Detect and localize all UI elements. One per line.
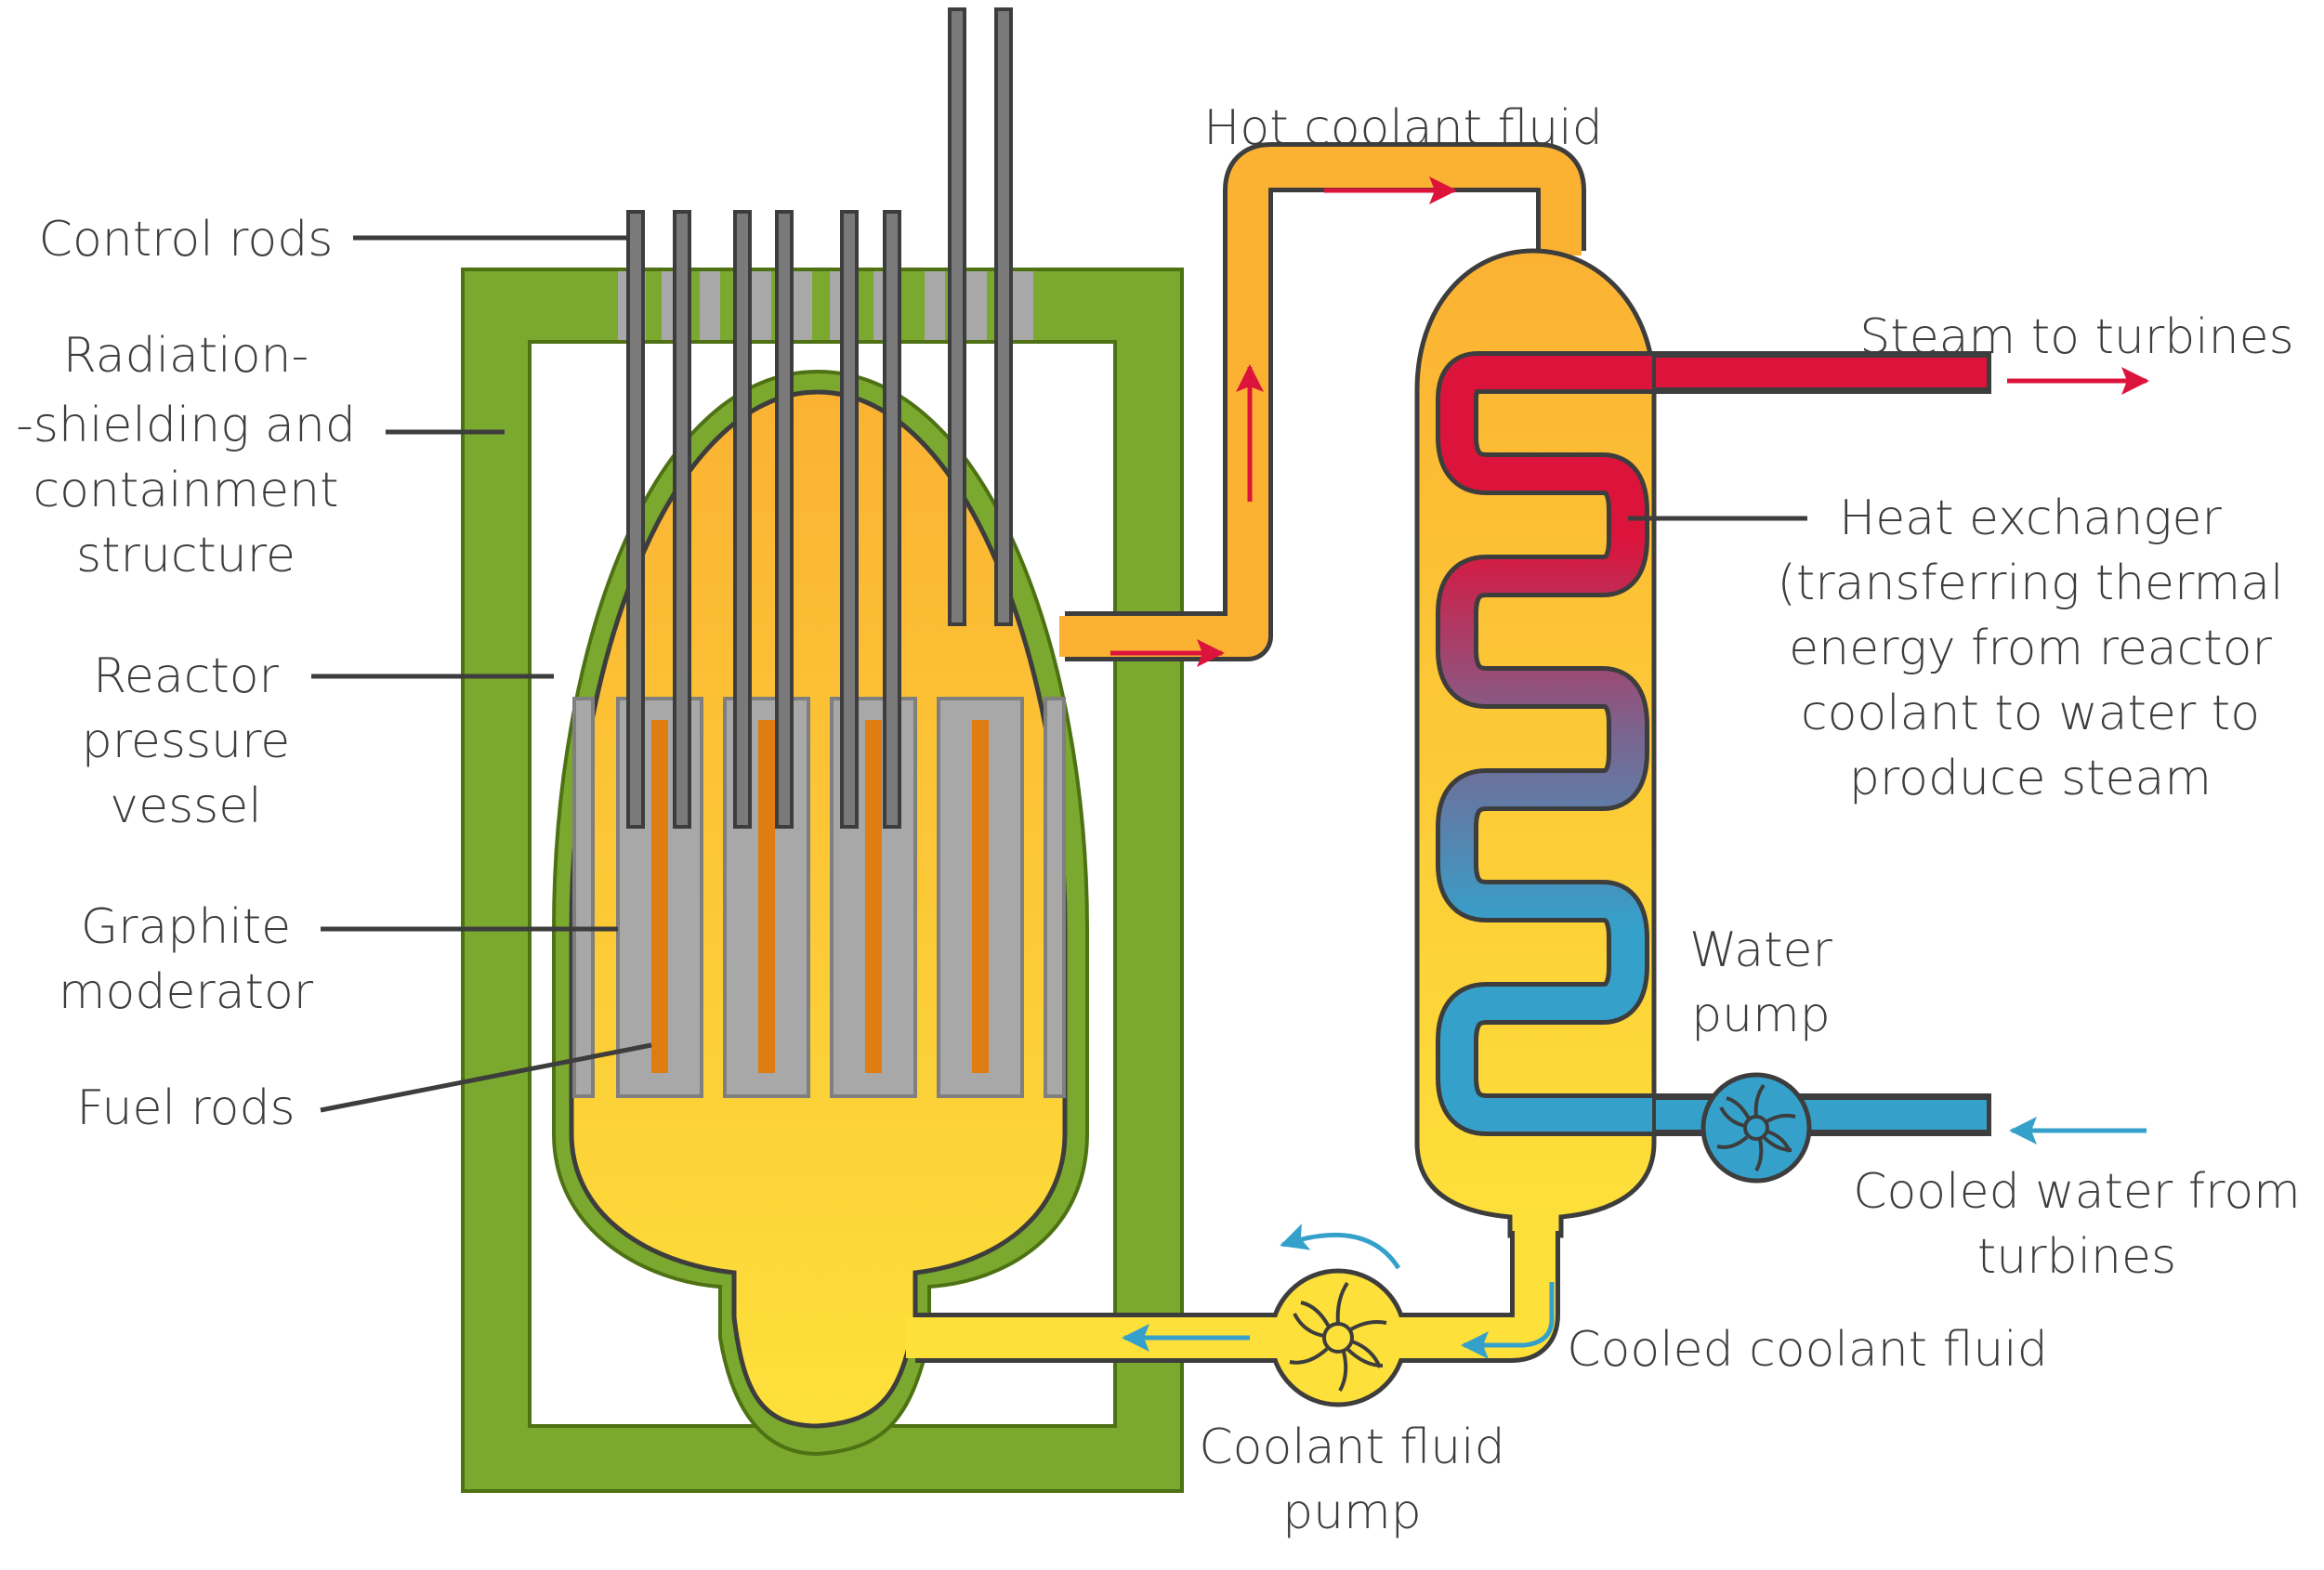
label-steam: Steam to turbines bbox=[1859, 309, 2293, 365]
cooled-coolant-arrow-bend bbox=[1461, 1282, 1555, 1359]
coolant-pump-impeller bbox=[1289, 1281, 1387, 1392]
svg-text:produce steam: produce steam bbox=[1849, 751, 2212, 806]
svg-text:containment: containment bbox=[33, 463, 338, 518]
svg-text:Coolant fluid: Coolant fluid bbox=[1199, 1420, 1504, 1475]
label-cooled-coolant: Cooled coolant fluid bbox=[1567, 1322, 2048, 1378]
svg-text:Cooled water from: Cooled water from bbox=[1853, 1164, 2301, 1220]
control-rods bbox=[626, 7, 1013, 829]
svg-text:pump: pump bbox=[1691, 988, 1831, 1043]
flow-arrows bbox=[1110, 177, 2149, 1359]
label-heat-exchanger: Heat exchanger (transferring thermal ene… bbox=[1778, 491, 2284, 806]
label-graphite-moderator: Graphite moderator bbox=[59, 899, 314, 1020]
svg-text:Water: Water bbox=[1689, 922, 1832, 978]
svg-text:-shielding and: -shielding and bbox=[16, 398, 356, 453]
coolant-pump bbox=[1268, 1268, 1408, 1407]
svg-text:turbines: turbines bbox=[1977, 1229, 2176, 1285]
label-coolant-pump: Coolant fluid pump bbox=[1199, 1420, 1504, 1540]
svg-text:(transferring thermal: (transferring thermal bbox=[1778, 556, 2284, 611]
pump-rotation-arrow bbox=[1280, 1223, 1401, 1270]
label-shielding: Radiation- -shielding and containment st… bbox=[16, 328, 356, 583]
label-control-rods: Control rods bbox=[39, 212, 334, 268]
svg-text:pressure: pressure bbox=[82, 713, 291, 769]
pressure-vessel bbox=[569, 389, 1068, 1429]
labels: Control rods Radiation- -shielding and c… bbox=[16, 100, 2301, 1540]
svg-text:energy from reactor: energy from reactor bbox=[1789, 621, 2272, 676]
svg-text:pump: pump bbox=[1282, 1485, 1422, 1540]
label-fuel-rods: Fuel rods bbox=[76, 1080, 295, 1136]
fuel-rods bbox=[651, 720, 989, 1073]
label-cooled-water: Cooled water from turbines bbox=[1853, 1164, 2301, 1285]
water-pump-impeller bbox=[1716, 1083, 1796, 1171]
heat-exchanger-coil bbox=[1436, 351, 1991, 1136]
label-hot-coolant: Hot coolant fluid bbox=[1203, 100, 1602, 156]
svg-text:Graphite: Graphite bbox=[81, 899, 291, 955]
water-pump bbox=[1700, 1072, 1812, 1184]
svg-text:structure: structure bbox=[76, 528, 295, 583]
svg-text:moderator: moderator bbox=[59, 964, 314, 1020]
svg-text:Reactor: Reactor bbox=[93, 648, 279, 704]
svg-text:coolant to water to: coolant to water to bbox=[1801, 686, 2260, 741]
steam-pipe bbox=[1652, 354, 1990, 391]
svg-text:Heat exchanger: Heat exchanger bbox=[1839, 491, 2222, 546]
svg-text:vessel: vessel bbox=[110, 778, 261, 834]
leader-lines bbox=[311, 235, 1807, 1113]
svg-text:Radiation-: Radiation- bbox=[63, 328, 309, 384]
label-pressure-vessel: Reactor pressure vessel bbox=[82, 648, 291, 834]
label-water-pump: Water pump bbox=[1689, 922, 1832, 1043]
